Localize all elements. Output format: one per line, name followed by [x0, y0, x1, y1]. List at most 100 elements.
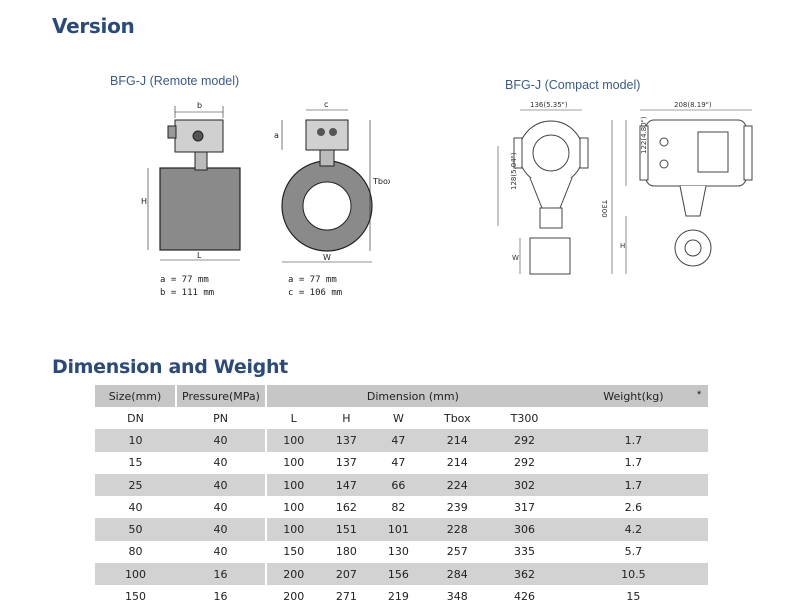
table-cell: 15 [95, 451, 176, 474]
table-cell: 40 [176, 473, 267, 497]
table-subheader-row: DN PN L H W Tbox T300 [95, 407, 708, 430]
table-cell: 40 [176, 496, 267, 519]
sub-t300: T300 [490, 407, 559, 430]
remote-front-a-label: a [274, 131, 279, 140]
dimension-weight-heading: Dimension and Weight [52, 356, 288, 378]
table-cell: 80 [95, 540, 176, 564]
table-cell: 25 [95, 473, 176, 497]
table-cell: 147 [320, 473, 373, 497]
table-cell: 239 [424, 496, 491, 519]
table-cell: 40 [95, 496, 176, 519]
table-cell: 40 [176, 429, 267, 452]
table-cell: 150 [95, 585, 176, 608]
table-cell: 284 [424, 563, 491, 586]
table-cell: 426 [490, 585, 559, 608]
remote-front-tbox-label: Tbox [372, 177, 390, 186]
table-cell: 4.2 [558, 518, 708, 541]
table-cell: 100 [266, 451, 321, 474]
table-cell: 156 [372, 563, 425, 586]
table-cell: 228 [424, 518, 491, 541]
table-cell: 100 [266, 518, 321, 541]
compact-front-view: 136(5.35") 128(5.04") W [497, 101, 589, 275]
table-cell: 40 [176, 451, 267, 474]
remote-side-l-label: L [197, 251, 202, 260]
remote-model-caption: BFG-J (Remote model) [110, 74, 240, 88]
remote-front-c-label: c [324, 100, 328, 109]
table-cell: 5.7 [558, 540, 708, 564]
header-weight: Weight(kg) [558, 385, 708, 407]
table-cell: 47 [372, 429, 425, 452]
remote-side-view: b H L a = 77 mm b = 111 mm [141, 101, 241, 298]
table-cell: 162 [320, 496, 373, 519]
remote-note-right-2: c = 106 mm [288, 288, 342, 298]
table-cell: 100 [266, 473, 321, 497]
compact-side-top-dim: 208(8.19") [674, 101, 712, 109]
sub-h: H [320, 407, 373, 430]
table-cell: 306 [490, 518, 559, 541]
table-cell: 317 [490, 496, 559, 519]
table-cell: 47 [372, 451, 425, 474]
remote-front-view: c a Tbox W a = 77 mm c = 106 mm [274, 100, 390, 298]
table-cell: 207 [320, 563, 373, 586]
table-cell: 219 [372, 585, 425, 608]
remote-model-drawing: b H L a = 77 mm b = 111 mm c a Tbox W a … [141, 100, 390, 298]
remote-front-w-label: W [323, 253, 331, 262]
sub-pn: PN [176, 407, 267, 430]
compact-front-top-dim: 136(5.35") [530, 101, 568, 109]
table-cell: 151 [320, 518, 373, 541]
table-cell: 40 [176, 518, 267, 541]
table-cell: 257 [424, 540, 491, 564]
table-cell: 200 [266, 563, 321, 586]
sub-l: L [266, 407, 321, 430]
table-cell: 100 [266, 429, 321, 452]
table-cell: 302 [490, 473, 559, 497]
version-heading: Version [52, 14, 135, 38]
table-cell: 15 [558, 585, 708, 608]
remote-side-h-label: H [141, 197, 147, 206]
table-cell: 362 [490, 563, 559, 586]
header-pressure: Pressure(MPa) [176, 385, 267, 407]
compact-side-122-dim: 122(4.80") [640, 116, 648, 154]
remote-side-b-label: b [197, 101, 202, 110]
sub-tbox: Tbox [424, 407, 491, 430]
table-cell: 101 [372, 518, 425, 541]
header-size: Size(mm) [95, 385, 177, 407]
table-cell: 1.7 [558, 429, 708, 452]
table-cell: 1.7 [558, 451, 708, 474]
table-cell: 137 [320, 451, 373, 474]
table-cell: 130 [372, 540, 425, 564]
compact-side-t300-label: T300 [600, 199, 608, 218]
table-cell: 40 [176, 540, 267, 564]
dimension-weight-table: Size(mm) Pressure(MPa) Dimension (mm) We… [95, 385, 708, 608]
table-cell: 137 [320, 429, 373, 452]
table-cell: 292 [490, 451, 559, 474]
compact-model-drawing: 136(5.35") 128(5.04") W 208(8.19") 122(4… [497, 101, 753, 275]
remote-note-left-2: b = 111 mm [160, 288, 214, 298]
header-dimension: Dimension (mm) [266, 385, 559, 407]
compact-side-h-label: H [620, 242, 625, 250]
weight-note-star: * [697, 389, 702, 401]
table-cell: 335 [490, 540, 559, 564]
table-header-row: Size(mm) Pressure(MPa) Dimension (mm) We… [95, 385, 708, 407]
table-cell: 66 [372, 473, 425, 497]
remote-note-left-1: a = 77 mm [160, 275, 209, 285]
compact-model-caption: BFG-J (Compact model) [505, 78, 641, 92]
table-cell: 214 [424, 451, 491, 474]
table-cell: 1.7 [558, 473, 708, 497]
remote-note-right-1: a = 77 mm [288, 275, 337, 285]
sub-dn: DN [95, 407, 176, 430]
table-cell: 16 [176, 563, 267, 586]
table-cell: 292 [490, 429, 559, 452]
table-cell: 180 [320, 540, 373, 564]
table-cell: 150 [266, 540, 321, 564]
table-cell: 82 [372, 496, 425, 519]
table-cell: 224 [424, 473, 491, 497]
